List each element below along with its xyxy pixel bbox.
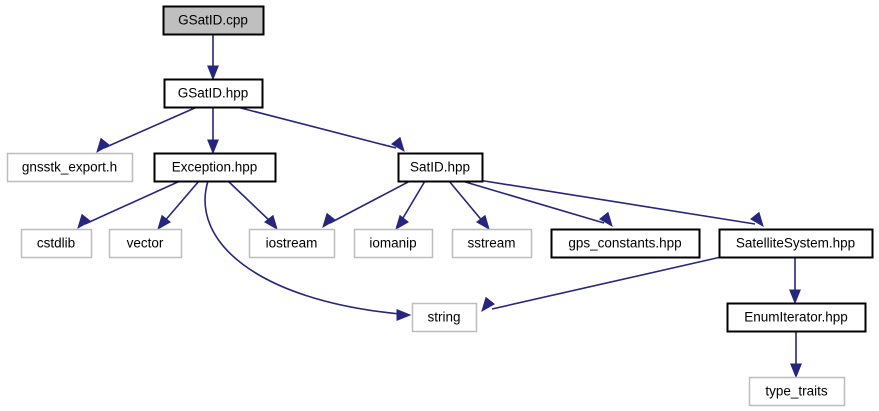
node-box[interactable] xyxy=(411,302,478,333)
arrow-head-icon xyxy=(207,139,219,155)
node-satid_hpp[interactable]: SatID.hpp xyxy=(397,152,484,183)
node-label: type_traits xyxy=(765,384,828,399)
edge-gsatid_cpp-to-gsatid_hpp xyxy=(207,34,219,81)
node-box[interactable] xyxy=(163,78,264,109)
node-label: gnsstk_export.h xyxy=(22,160,117,175)
edge-line xyxy=(491,256,722,310)
edge-line xyxy=(103,106,198,149)
arrow-head-icon xyxy=(263,214,278,231)
edge-satid_hpp-to-gps_constants_hpp xyxy=(461,180,613,228)
node-box[interactable] xyxy=(550,228,701,259)
edge-satellitesystem-to-enumiterator_hpp xyxy=(789,257,801,305)
arrow-head-icon xyxy=(749,211,764,228)
node-gsatid_cpp[interactable]: GSatID.cpp xyxy=(162,5,265,36)
edge-satid_hpp-to-sstream xyxy=(448,180,490,231)
node-sstream[interactable]: sstream xyxy=(451,228,533,259)
arrow-head-icon xyxy=(395,214,410,231)
edges-layer xyxy=(77,34,802,379)
node-gps_constants_hpp[interactable]: gps_constants.hpp xyxy=(550,228,701,259)
node-gnsstk_export_h[interactable]: gnsstk_export.h xyxy=(6,152,134,183)
node-label: sstream xyxy=(467,236,515,251)
node-label: GSatID.cpp xyxy=(178,13,248,28)
node-label: string xyxy=(427,310,460,325)
node-label: Exception.hpp xyxy=(172,160,258,175)
node-box[interactable] xyxy=(726,302,867,333)
edge-gsatid_hpp-to-satid_hpp xyxy=(236,106,405,153)
edge-line xyxy=(471,178,756,225)
edge-exception_hpp-to-iostream xyxy=(227,180,278,231)
edge-satid_hpp-to-satellitesystem xyxy=(471,178,764,228)
node-label: SatelliteSystem.hpp xyxy=(736,236,855,251)
node-box[interactable] xyxy=(397,152,484,183)
edge-line xyxy=(236,106,397,149)
edge-line xyxy=(227,180,273,224)
edge-satellitesystem-to-string xyxy=(481,256,722,313)
node-label: cstdlib xyxy=(37,236,75,251)
node-label: EnumIterator.hpp xyxy=(744,310,848,325)
edge-line xyxy=(399,180,426,224)
edge-line xyxy=(461,180,605,224)
node-enumiterator_hpp[interactable]: EnumIterator.hpp xyxy=(726,302,867,333)
arrow-head-icon xyxy=(77,213,92,230)
node-label: iomanip xyxy=(369,236,416,251)
arrow-head-icon xyxy=(475,214,490,231)
node-label: gps_constants.hpp xyxy=(568,236,681,251)
node-satellitesystem[interactable]: SatelliteSystem.hpp xyxy=(718,228,874,259)
node-gsatid_hpp[interactable]: GSatID.hpp xyxy=(163,78,264,109)
node-label: GSatID.hpp xyxy=(178,86,249,101)
arrow-head-icon xyxy=(96,137,111,154)
node-box[interactable] xyxy=(718,228,874,259)
node-cstdlib[interactable]: cstdlib xyxy=(20,228,93,259)
arrow-head-icon xyxy=(481,296,496,313)
arrow-head-icon xyxy=(789,289,801,305)
edge-exception_hpp-to-string xyxy=(204,180,412,321)
node-box[interactable] xyxy=(6,152,134,183)
edge-line xyxy=(204,180,401,315)
node-label: vector xyxy=(127,236,164,251)
edge-line xyxy=(84,180,181,225)
node-box[interactable] xyxy=(20,228,93,259)
edge-line xyxy=(448,180,485,224)
arrow-head-icon xyxy=(598,211,613,228)
node-box[interactable] xyxy=(353,228,434,259)
arrow-head-icon xyxy=(390,136,405,153)
node-iostream[interactable]: iostream xyxy=(248,228,336,259)
node-box[interactable] xyxy=(748,376,846,407)
node-string[interactable]: string xyxy=(411,302,478,333)
arrow-head-icon xyxy=(396,309,412,321)
edge-gsatid_hpp-to-gnsstk_export_h xyxy=(96,106,198,154)
node-box[interactable] xyxy=(248,228,336,259)
arrow-head-icon xyxy=(790,363,802,379)
arrow-head-icon xyxy=(207,65,219,81)
edge-exception_hpp-to-vector xyxy=(157,180,200,231)
node-exception_hpp[interactable]: Exception.hpp xyxy=(153,152,277,183)
node-box[interactable] xyxy=(162,5,265,36)
arrow-head-icon xyxy=(322,212,337,229)
arrow-head-icon xyxy=(157,214,172,231)
node-box[interactable] xyxy=(451,228,533,259)
node-label: iostream xyxy=(266,236,318,251)
node-vector[interactable]: vector xyxy=(108,228,183,259)
node-box[interactable] xyxy=(108,228,183,259)
edge-enumiterator_hpp-to-type_traits xyxy=(790,331,802,379)
node-iomanip[interactable]: iomanip xyxy=(353,228,434,259)
edge-satid_hpp-to-iostream xyxy=(322,180,411,229)
edge-line xyxy=(329,180,411,224)
node-box[interactable] xyxy=(153,152,277,183)
node-type_traits[interactable]: type_traits xyxy=(748,376,846,407)
edge-exception_hpp-to-cstdlib xyxy=(77,180,181,230)
edge-satid_hpp-to-iomanip xyxy=(395,180,426,231)
node-label: SatID.hpp xyxy=(410,160,470,175)
edge-gsatid_hpp-to-exception_hpp xyxy=(207,107,219,155)
edge-line xyxy=(162,180,200,224)
